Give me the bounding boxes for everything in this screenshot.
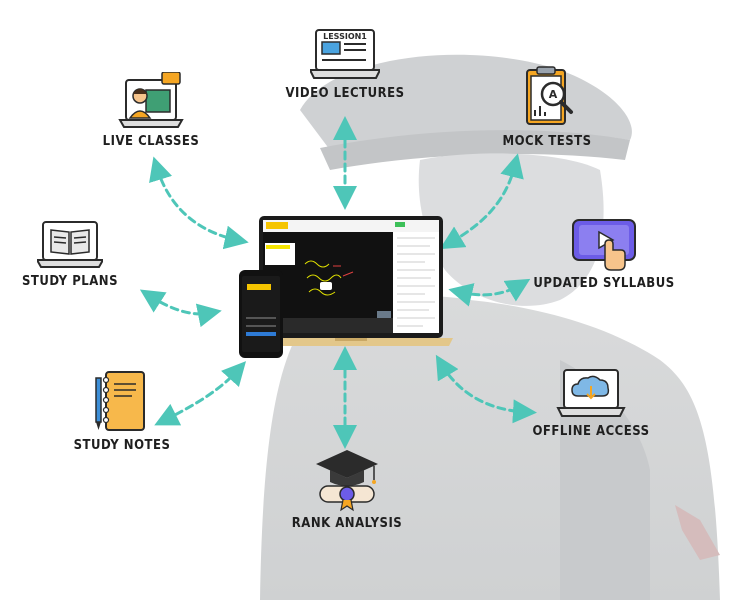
mock-test-icon: A xyxy=(526,66,573,125)
arrow-updated-syllabus xyxy=(448,278,531,307)
feature-study-plans: STUDY PLANS xyxy=(18,218,122,289)
feature-video-lectures: LESSION1 VIDEO LECTURES xyxy=(283,28,407,101)
live-class-icon xyxy=(118,72,184,128)
label-updated-syllabus: UPDATED SYLLABUS xyxy=(533,276,675,291)
feature-rank-analysis: RANK ANALYSIS xyxy=(282,446,412,531)
feature-mock-tests: A MOCK TESTS xyxy=(492,66,602,149)
cloud-laptop-icon xyxy=(556,369,626,417)
lesson-laptop-icon: LESSION1 xyxy=(310,29,380,79)
arrow-study-notes xyxy=(154,361,247,426)
label-study-notes: STUDY NOTES xyxy=(73,438,171,453)
lesson-icon-text: LESSION1 xyxy=(323,32,367,41)
arrow-study-plans xyxy=(139,289,222,328)
tablet-play-icon xyxy=(572,219,636,271)
feature-study-notes: STUDY NOTES xyxy=(70,370,174,453)
arrow-live-classes xyxy=(149,156,249,250)
feature-live-classes: LIVE CLASSES xyxy=(96,72,206,149)
label-mock-tests: MOCK TESTS xyxy=(502,134,592,149)
arrow-mock-tests xyxy=(439,153,524,250)
arrow-offline-access xyxy=(435,354,537,424)
label-offline-access: OFFLINE ACCESS xyxy=(532,424,650,439)
feature-updated-syllabus: UPDATED SYLLABUS xyxy=(530,218,678,291)
study-plan-laptop-icon xyxy=(37,221,103,268)
mock-test-icon-letter: A xyxy=(549,88,558,101)
graduation-cap-diploma-icon xyxy=(316,450,378,512)
notebook-pen-icon xyxy=(95,371,145,431)
feature-offline-access: OFFLINE ACCESS xyxy=(527,368,655,439)
label-video-lectures: VIDEO LECTURES xyxy=(285,86,405,101)
label-live-classes: LIVE CLASSES xyxy=(102,134,200,149)
laptop-and-phone-mockup xyxy=(239,216,453,358)
label-study-plans: STUDY PLANS xyxy=(22,274,118,289)
label-rank-analysis: RANK ANALYSIS xyxy=(291,516,403,531)
